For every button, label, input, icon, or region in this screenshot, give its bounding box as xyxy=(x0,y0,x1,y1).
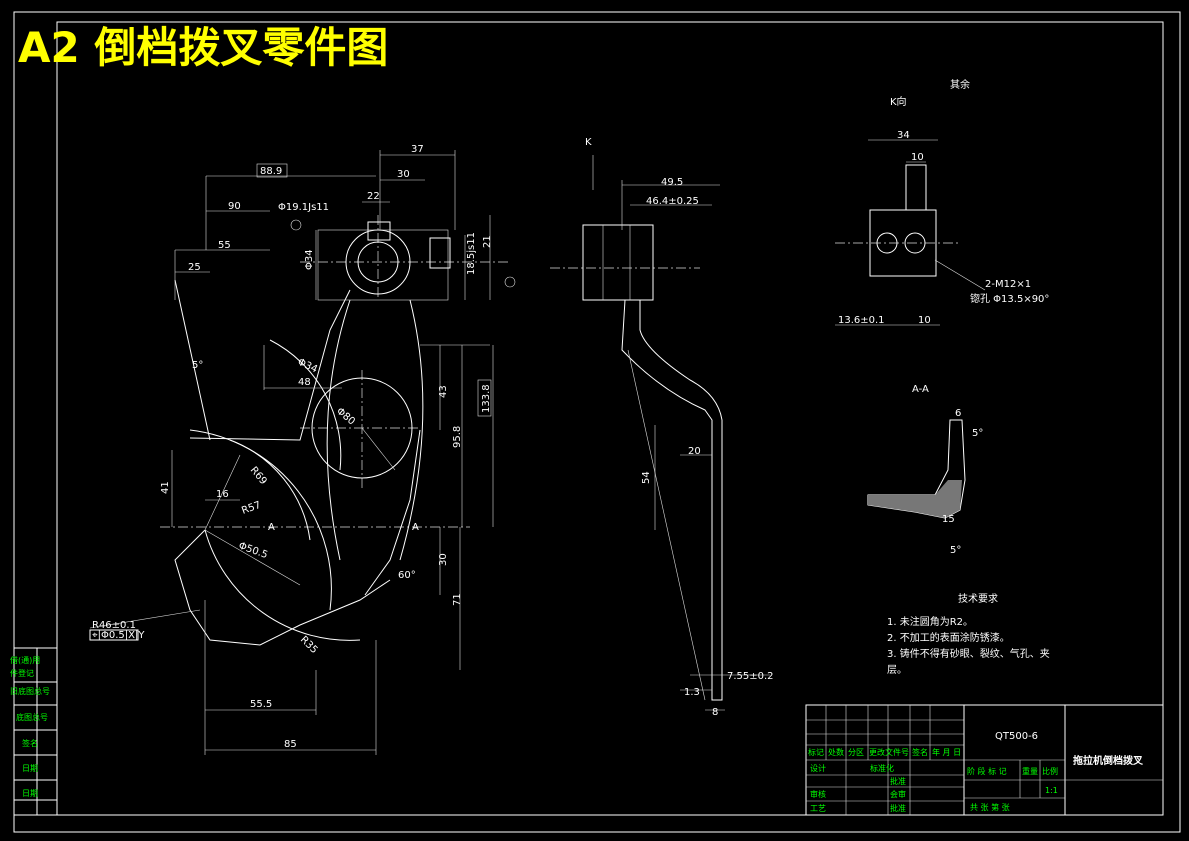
dim-text: 22 xyxy=(367,191,380,202)
dim-text: 133.8 xyxy=(481,384,492,413)
dim-text: 30 xyxy=(397,169,410,180)
tech-req-heading: 技术要求 xyxy=(958,592,998,605)
dim-text: 30 xyxy=(438,553,449,566)
dim-text: R35 xyxy=(298,634,320,656)
role-label: 设计 xyxy=(810,763,826,773)
dim-text: 16 xyxy=(216,489,229,500)
outer-frame xyxy=(13,11,1181,833)
section-mark: A xyxy=(412,522,419,533)
dim-text: 10 xyxy=(911,152,924,163)
row-header: 更改文件号 xyxy=(869,747,909,757)
tech-requirements: 技术要求 1. 未注圆角为R2。 2. 不加工的表面涂防锈漆。 3. 铸件不得有… xyxy=(887,592,1050,676)
scale-value: 1:1 xyxy=(1045,786,1058,795)
side-label: 日期 xyxy=(22,789,38,798)
role-label: 批准 xyxy=(890,776,906,786)
side-label: 日期 xyxy=(22,764,38,773)
dim-text: 5° xyxy=(972,428,983,439)
tech-req-item: 3. 铸件不得有砂眼、裂纹、气孔、夹 xyxy=(887,647,1050,660)
dim-text: 85 xyxy=(284,739,297,750)
roughness-note: 其余 xyxy=(950,78,970,91)
dim-text: Φ34 xyxy=(296,357,319,376)
dim-text: 5° xyxy=(950,545,961,556)
dim-text: Φ34 xyxy=(304,249,315,270)
side-label-column: 借(通)用 件登记 旧底图总号 底图总号 签名 日期 日期 xyxy=(10,647,58,816)
dim-text: R57 xyxy=(240,500,262,517)
role-label: 工艺 xyxy=(810,804,826,813)
view-label: K xyxy=(585,137,592,148)
dim-text: 90 xyxy=(228,201,241,212)
role-label: 标准化 xyxy=(870,763,894,773)
dim-text: 37 xyxy=(411,144,424,155)
dim-text: 49.5 xyxy=(661,177,683,188)
role-label: 批准 xyxy=(890,803,906,813)
dim-text: 41 xyxy=(160,481,171,494)
title-block: QT500-6 拖拉机倒档拨叉 标记 处数 分区 更改文件号 签名 年 月 日 … xyxy=(805,704,1164,816)
inner-frame xyxy=(56,21,1164,816)
view-label: K向 xyxy=(890,95,907,108)
dim-text: 25 xyxy=(188,262,201,273)
dim-text: 55 xyxy=(218,240,231,251)
tolerance-frame xyxy=(89,629,139,641)
dim-text: 46.4±0.25 xyxy=(646,196,699,207)
section-label: A-A xyxy=(912,384,929,395)
dim-text: 21 xyxy=(482,235,493,248)
sheet-count: 共 张 第 张 xyxy=(970,802,1010,812)
row-header: 分区 xyxy=(848,748,864,757)
front-view: ⌖|Φ0.5|X|Y 88.9 37 30 90 22 Φ19.1Js11 55… xyxy=(89,144,516,755)
side-label: 旧底图总号 xyxy=(10,686,50,696)
dim-text: 88.9 xyxy=(260,166,282,177)
stage-header: 阶 段 标 记 xyxy=(967,766,1007,776)
dim-text: 2-M12×1 xyxy=(985,279,1031,290)
dim-text: 54 xyxy=(641,471,652,484)
dim-text: 18.5js11 xyxy=(466,232,477,275)
stage-header: 比例 xyxy=(1042,766,1058,776)
dim-text: 43 xyxy=(438,385,449,398)
sheet-title: A2 倒档拨叉零件图 xyxy=(18,23,388,72)
dim-text: 95.8 xyxy=(452,426,463,448)
dim-text: 71 xyxy=(452,593,463,606)
side-label: 签名 xyxy=(22,738,38,748)
dim-text: 15 xyxy=(942,514,955,525)
dim-text: 60° xyxy=(398,570,416,581)
side-label: 借(通)用 xyxy=(10,655,40,665)
row-header: 签名 xyxy=(912,747,928,757)
tech-req-item: 2. 不加工的表面涂防锈漆。 xyxy=(887,631,1010,644)
dim-text: 55.5 xyxy=(250,699,272,710)
dim-text: 48 xyxy=(298,377,311,388)
dim-text: Φ19.1Js11 xyxy=(278,202,329,213)
side-view: K 49.5 46.4±0.25 20 54 7.55±0.2 1.3 8 xyxy=(550,137,774,718)
row-header: 年 月 日 xyxy=(932,747,961,757)
tech-req-item: 层。 xyxy=(887,664,907,676)
side-label: 底图总号 xyxy=(16,712,48,722)
dim-text: R69 xyxy=(248,465,269,487)
section-a-a: A-A 6 5° 15 5° xyxy=(867,384,983,556)
dim-text: 锪孔 Φ13.5×90° xyxy=(970,292,1049,305)
stage-header: 重量 xyxy=(1022,766,1038,776)
side-label: 件登记 xyxy=(10,668,34,678)
row-header: 处数 xyxy=(828,747,844,757)
section-mark: A xyxy=(268,522,275,533)
dim-text: 5° xyxy=(192,360,203,371)
k-view: K向 34 10 2-M12×1 锪孔 Φ13.5×90° 13.6±0.1 1… xyxy=(835,78,1049,326)
dim-text: 34 xyxy=(897,130,910,141)
role-label: 审核 xyxy=(810,789,826,799)
part-name: 拖拉机倒档拨叉 xyxy=(1073,754,1144,767)
dim-text: 13.6±0.1 xyxy=(838,315,885,326)
dim-text: 10 xyxy=(918,315,931,326)
dim-text: 8 xyxy=(712,707,718,718)
tolerance-frame-text: ⌖|Φ0.5|X|Y xyxy=(92,630,145,641)
tech-req-item: 1. 未注圆角为R2。 xyxy=(887,615,973,628)
row-header: 标记 xyxy=(808,747,824,757)
dim-text: 20 xyxy=(688,446,701,457)
role-label: 会审 xyxy=(890,789,906,799)
material: QT500-6 xyxy=(995,731,1038,742)
dim-text: 7.55±0.2 xyxy=(727,671,774,682)
dim-text: 1.3 xyxy=(684,687,700,698)
dim-text: 6 xyxy=(955,408,961,419)
dim-text: R46±0.1 xyxy=(92,620,136,631)
